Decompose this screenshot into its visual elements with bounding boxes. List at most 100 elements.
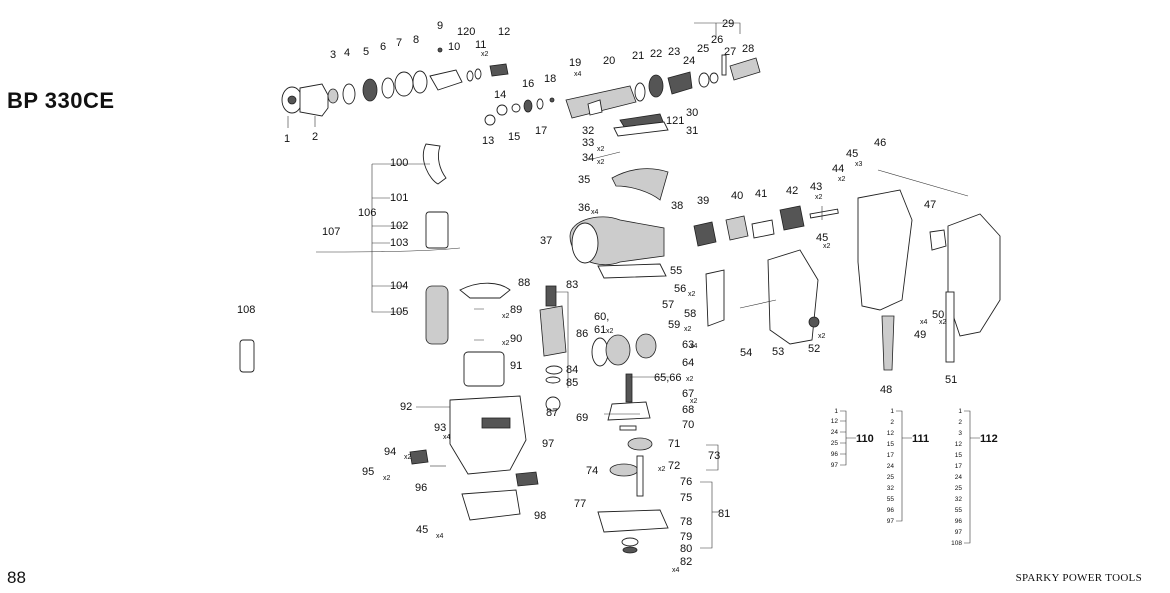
set-111-item: 25 [887,474,895,481]
mult-61: x2 [606,328,614,335]
callout-1: 1 [284,133,290,145]
callout-93: 93 [434,422,446,434]
callout-94: 94 [384,446,396,458]
kit-set-110: 1 12 24 25 96 97 110 [831,408,874,469]
callout-84: 84 [566,364,578,376]
mult-89: x2 [502,313,510,320]
callout-83: 83 [566,279,578,291]
mult-43: x2 [815,194,823,201]
set-111-item: 12 [887,430,895,437]
callout-49: 49 [914,329,926,341]
callout-77: 77 [574,498,586,510]
set-112-item: 15 [955,452,963,459]
kit-set-111: 1 2 12 15 17 24 25 32 55 96 97 111 [887,408,929,525]
callout-45c: 45 [416,524,428,536]
set-111-item: 2 [890,419,894,426]
mult-34: x2 [597,159,605,166]
callout-27: 27 [724,46,736,58]
callout-19: 19 [569,57,581,69]
callout-73: 73 [708,450,720,462]
callout-101: 101 [390,192,408,204]
callout-26: 26 [711,34,723,46]
set-112-item: 25 [955,485,963,492]
callout-24: 24 [683,55,695,67]
callout-18: 18 [544,73,556,85]
set-111-item: 1 [890,408,894,415]
callout-37: 37 [540,235,552,247]
callout-61: 61 [594,324,606,336]
callout-82: 82 [680,556,692,568]
callout-28: 28 [742,43,754,55]
mult-49: x4 [920,319,928,326]
callout-102: 102 [390,220,408,232]
mult-19: x4 [574,71,582,78]
set-110-label: 110 [856,433,874,445]
set-110-item: 12 [831,418,839,425]
callout-45b: 45 [816,232,828,244]
set-111-item: 15 [887,441,895,448]
mult-93: x4 [443,434,451,441]
callout-75: 75 [680,492,692,504]
callout-54: 54 [740,347,752,359]
callout-34: 34 [582,152,594,164]
callout-70: 70 [682,419,694,431]
callout-42: 42 [786,185,798,197]
brand-footer: SPARKY POWER TOOLS [1015,572,1142,584]
leader-lines [287,22,969,549]
set-111-item: 55 [887,496,895,503]
callout-69: 69 [576,412,588,424]
callout-65-66: 65,66 [654,372,682,384]
callout-81: 81 [718,508,730,520]
callout-67: 67 [682,388,694,400]
callout-2: 2 [312,131,318,143]
set-112-item: 96 [955,518,963,525]
callout-107: 107 [322,226,340,238]
callout-85: 85 [566,377,578,389]
callout-25: 25 [697,43,709,55]
callout-33: 33 [582,137,594,149]
mult-33: x2 [597,146,605,153]
callout-60: 60, [594,311,609,323]
multiplier-labels: x2 x4 x2 x2 x4 x2 x3 x2 x2 x4 x2 x2 x2 x… [383,51,947,574]
callout-64: 64 [682,357,694,369]
mult-82: x4 [672,567,680,574]
callout-71: 71 [668,438,680,450]
callout-90: 90 [510,333,522,345]
callout-92: 92 [400,401,412,413]
mult-63: x4 [690,343,698,350]
callout-56: 56 [674,283,686,295]
callout-51: 51 [945,374,957,386]
callout-labels: 1 2 3 4 5 6 7 8 9 10 11 12 13 14 15 16 1… [237,18,957,568]
callout-88: 88 [518,277,530,289]
mult-45b: x2 [823,243,831,250]
mult-45: x3 [855,161,863,168]
set-111-item: 32 [887,485,895,492]
callout-30: 30 [686,107,698,119]
callout-59: 59 [668,319,680,331]
callout-120: 120 [457,26,475,38]
callout-87: 87 [546,407,558,419]
set-111-label: 111 [912,433,929,445]
set-110-item: 24 [831,429,839,436]
set-110-item: 96 [831,451,839,458]
callout-32: 32 [582,125,594,137]
callout-96: 96 [415,482,427,494]
callout-68: 68 [682,404,694,416]
set-110-item: 97 [831,462,839,469]
callout-105: 105 [390,306,408,318]
callout-11: 11 [475,39,486,51]
callout-72: 72 [668,460,680,472]
callout-80: 80 [680,543,692,555]
set-110-item: 1 [834,408,838,415]
mult-36: x4 [591,209,599,216]
set-112-item: 55 [955,507,963,514]
callout-16: 16 [522,78,534,90]
callout-46: 46 [874,137,886,149]
callout-35: 35 [578,174,590,186]
callout-58: 58 [684,308,696,320]
callout-89: 89 [510,304,522,316]
mult-66: x2 [686,376,694,383]
callout-21: 21 [632,50,644,62]
callout-17: 17 [535,125,547,137]
set-112-item: 3 [958,430,962,437]
